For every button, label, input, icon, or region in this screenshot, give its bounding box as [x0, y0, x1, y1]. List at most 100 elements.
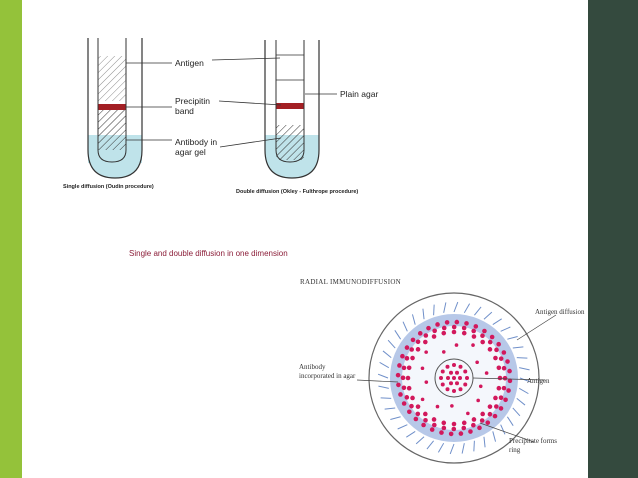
radial-dot	[494, 347, 499, 353]
radial-dot	[458, 431, 464, 436]
radial-dot	[463, 369, 468, 374]
radial-dot	[471, 422, 476, 428]
radial-dot	[400, 353, 405, 359]
radial-dot	[420, 366, 425, 371]
antibody-tick	[516, 357, 528, 359]
tube1-antibody-gel	[98, 105, 126, 150]
diagram-pointer-lines	[126, 57, 337, 148]
antibody-tick	[415, 436, 425, 445]
radial-dot	[397, 363, 402, 368]
radial-dot	[458, 376, 462, 380]
antibody-tick	[483, 436, 486, 448]
radial-dot	[439, 430, 444, 435]
radial-dot	[426, 325, 431, 331]
radial-dot	[446, 376, 450, 380]
radial-dot	[466, 411, 470, 416]
radial-dot	[458, 364, 463, 369]
radial-dot	[429, 427, 435, 432]
radial-dot	[498, 356, 504, 361]
radial-dot	[471, 334, 477, 339]
radial-dot	[498, 395, 504, 400]
antibody-tick	[519, 367, 530, 371]
radial-dot	[480, 339, 485, 345]
radial-dot	[503, 397, 508, 403]
radial-dot	[406, 385, 412, 391]
label-radial-antigen: Antigen	[527, 377, 550, 385]
radial-dot	[473, 324, 479, 329]
radial-dot	[476, 398, 480, 403]
radial-dot	[424, 350, 428, 354]
antibody-tick	[443, 302, 447, 313]
antibody-tick	[402, 321, 408, 332]
antibody-tick	[500, 326, 511, 332]
radial-dot	[400, 375, 406, 381]
slide-content: Antigen Precipitin band Antibody in agar…	[22, 0, 588, 478]
radial-dot	[493, 355, 498, 361]
radial-dot	[461, 420, 467, 426]
radial-dot	[465, 376, 469, 380]
radial-dot	[464, 321, 469, 326]
radial-dot	[401, 365, 407, 371]
radial-dot	[482, 328, 487, 334]
radial-dot	[401, 401, 407, 406]
radial-dot	[409, 403, 414, 409]
radial-dot	[409, 347, 414, 352]
antibody-tick	[461, 443, 465, 454]
radial-dot	[423, 411, 428, 417]
antibody-tick	[384, 407, 396, 410]
radial-dot	[440, 382, 445, 387]
left-accent-bar	[0, 0, 22, 478]
radial-immunodiffusion-disk	[368, 292, 540, 464]
radial-dot	[494, 404, 499, 409]
radial-dot	[480, 333, 485, 338]
radial-dot	[415, 339, 421, 345]
radial-dot	[441, 325, 447, 331]
antibody-tick	[379, 361, 390, 369]
radial-dot	[445, 364, 450, 369]
radial-dot	[452, 363, 456, 367]
radial-dot	[461, 330, 467, 336]
radial-dot	[455, 370, 459, 375]
antibody-tick	[506, 416, 514, 426]
antibody-tick	[519, 377, 531, 383]
radial-dot	[441, 425, 447, 431]
radial-dot	[497, 375, 503, 381]
radial-title: RADIAL IMMUNODIFFUSION	[300, 278, 402, 286]
antibody-tick	[426, 440, 434, 450]
radial-dot	[449, 381, 453, 386]
double-diffusion-tube	[264, 40, 320, 179]
antibody-tick	[449, 443, 455, 455]
radial-dot	[441, 350, 446, 354]
tube2-antibody-gel	[276, 125, 304, 160]
antibody-tick	[437, 442, 445, 453]
label-antibody-incorporated: Antibody incorporated in agar	[299, 363, 356, 380]
radial-dot	[441, 330, 447, 336]
radial-dot	[455, 381, 459, 386]
radial-dots	[395, 319, 513, 437]
radial-dot	[406, 365, 412, 371]
radial-dot	[448, 431, 454, 437]
antibody-tick	[512, 407, 521, 417]
label-antibody-gel: Antibody in agar gel	[175, 137, 218, 157]
radial-dot	[444, 320, 450, 325]
antibody-tick	[390, 416, 401, 421]
radial-dot	[487, 404, 493, 409]
radial-dot	[502, 375, 508, 381]
radial-dot	[454, 319, 460, 325]
right-accent-bar	[588, 0, 638, 478]
radial-dot	[450, 404, 454, 408]
radial-dot	[415, 411, 421, 417]
radial-dot	[415, 404, 421, 409]
radial-dot	[501, 365, 507, 371]
radial-dot	[479, 418, 485, 423]
radial-dot	[471, 343, 475, 347]
radial-dot	[501, 350, 507, 355]
antibody-tick	[382, 350, 392, 358]
antibody-tick	[411, 314, 416, 325]
radial-dot	[451, 324, 457, 330]
radial-dot	[432, 328, 437, 334]
radial-dot	[440, 369, 445, 374]
radial-dot	[468, 429, 473, 434]
label-antigen: Antigen	[175, 58, 204, 68]
antibody-tick	[507, 335, 518, 340]
